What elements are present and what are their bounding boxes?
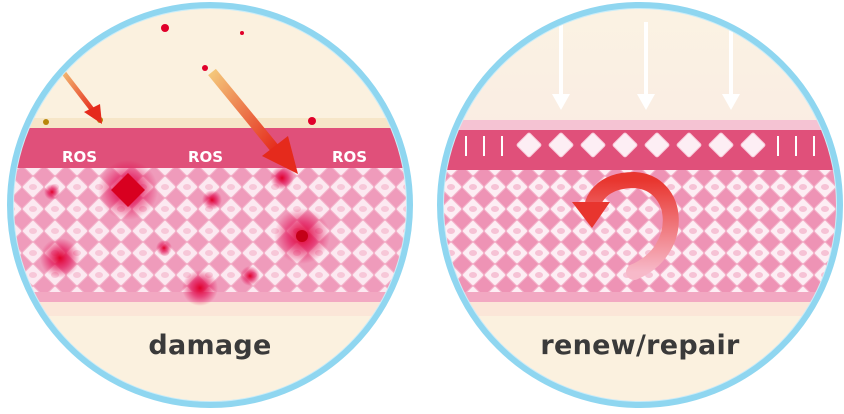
ros-label: ROS — [62, 148, 98, 166]
damage-panel — [7, 2, 413, 408]
renew-panel — [437, 2, 843, 408]
ros-label: ROS — [332, 148, 368, 166]
renew-repair-caption: renew/repair — [540, 330, 740, 361]
ros-label: ROS — [188, 148, 224, 166]
damage-caption: damage — [148, 330, 272, 361]
